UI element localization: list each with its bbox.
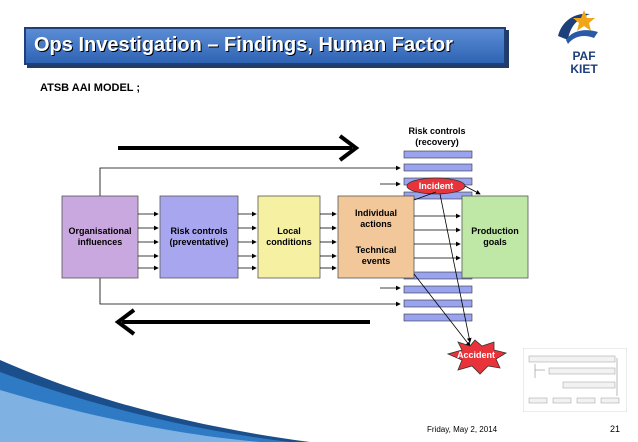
recovery-label-2: (recovery) (415, 137, 459, 147)
backward-arrow-head (114, 308, 136, 336)
slide-title-bar: Ops Investigation – Findings, Human Fact… (24, 27, 506, 65)
connector-arrows (138, 185, 481, 347)
risk-preventative-label-2: (preventative) (169, 237, 228, 247)
local-label-1: Local (277, 226, 301, 236)
recovery-bar (403, 299, 473, 308)
thumbnail-diagram (523, 348, 627, 412)
bottom-feedback-line (99, 278, 401, 307)
production-label-2: goals (483, 237, 507, 247)
individual-label-1: Individual (355, 208, 397, 218)
technical-label-1: Technical (356, 245, 397, 255)
logo-text-kiet: KIET (570, 62, 598, 76)
top-feedback-line (99, 165, 401, 196)
accident-shape (446, 339, 508, 375)
recovery-label-1: Risk controls (408, 126, 465, 136)
paf-kiet-logo: PAF KIET (558, 10, 598, 76)
recovery-bar (403, 163, 473, 172)
risk-preventative-box (159, 195, 239, 279)
risk-preventative-label-1: Risk controls (170, 226, 227, 236)
individual-label-2: actions (360, 219, 392, 229)
incident-label: Incident (419, 181, 454, 191)
recovery-bar (403, 285, 473, 294)
individual-actions-box (337, 195, 415, 279)
organisational-label-2: influences (78, 237, 123, 247)
accident-label: Accident (457, 350, 495, 360)
footer-date: Friday, May 2, 2014 (427, 425, 498, 434)
page-number: 21 (610, 424, 621, 434)
organisational-label-1: Organisational (68, 226, 131, 236)
local-conditions-box (257, 195, 321, 279)
recovery-bar (403, 313, 473, 322)
slide-title: Ops Investigation – Findings, Human Fact… (34, 34, 453, 56)
forward-arrow-head (338, 134, 360, 162)
recovery-bar (403, 150, 473, 159)
technical-label-2: events (362, 256, 391, 266)
model-subtitle: ATSB AAI MODEL ; (40, 82, 141, 94)
local-label-2: conditions (266, 237, 312, 247)
logo-text-paf: PAF (572, 49, 595, 63)
production-label-1: Production (471, 226, 519, 236)
organisational-box (61, 195, 139, 279)
production-goals-box (461, 195, 529, 279)
